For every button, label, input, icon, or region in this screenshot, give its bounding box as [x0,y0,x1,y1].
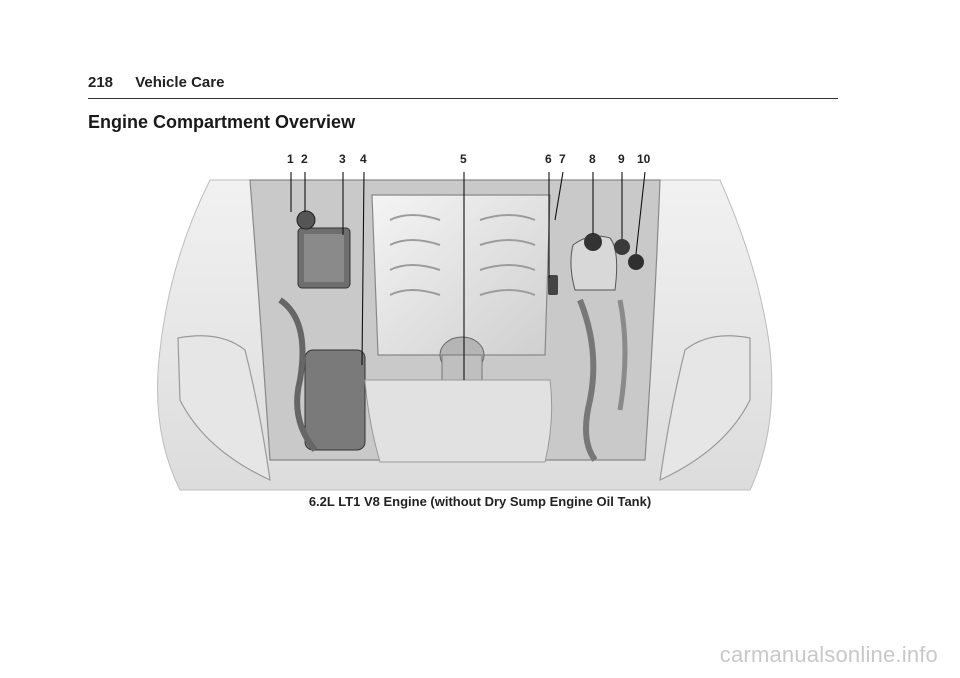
callout-6: 6 [545,152,552,166]
front-shroud [364,379,553,463]
coolant-cap-left [296,210,316,230]
left-headlight [177,335,271,482]
callout-3: 3 [339,152,346,166]
engine-compartment-illustration: 1 2 3 4 5 6 7 8 9 10 [150,150,780,495]
callout-5: 5 [460,152,467,166]
header-divider [88,98,838,99]
right-headlight [659,335,751,482]
figure-caption: 6.2L LT1 V8 Engine (without Dry Sump Eng… [308,494,652,509]
callout-4: 4 [360,152,367,166]
callout-8: 8 [589,152,596,166]
page-header: 218 Vehicle Care [88,74,224,91]
reservoir-cap-9 [614,239,630,255]
callout-1: 1 [287,152,294,166]
callout-2: 2 [301,152,308,166]
washer-fluid-cap [584,233,602,251]
page-number: 218 [88,74,114,91]
dipstick [548,275,558,295]
air-filter-box [304,349,366,451]
reservoir-cap-10 [628,254,644,270]
engine-cover [371,194,551,356]
callout-10: 10 [637,152,651,166]
chapter-title: Vehicle Care [135,74,225,91]
callout-9: 9 [618,152,625,166]
callout-7: 7 [559,152,566,166]
watermark: carmanualsonline.info [719,642,938,667]
section-title: Engine Compartment Overview [88,112,356,132]
